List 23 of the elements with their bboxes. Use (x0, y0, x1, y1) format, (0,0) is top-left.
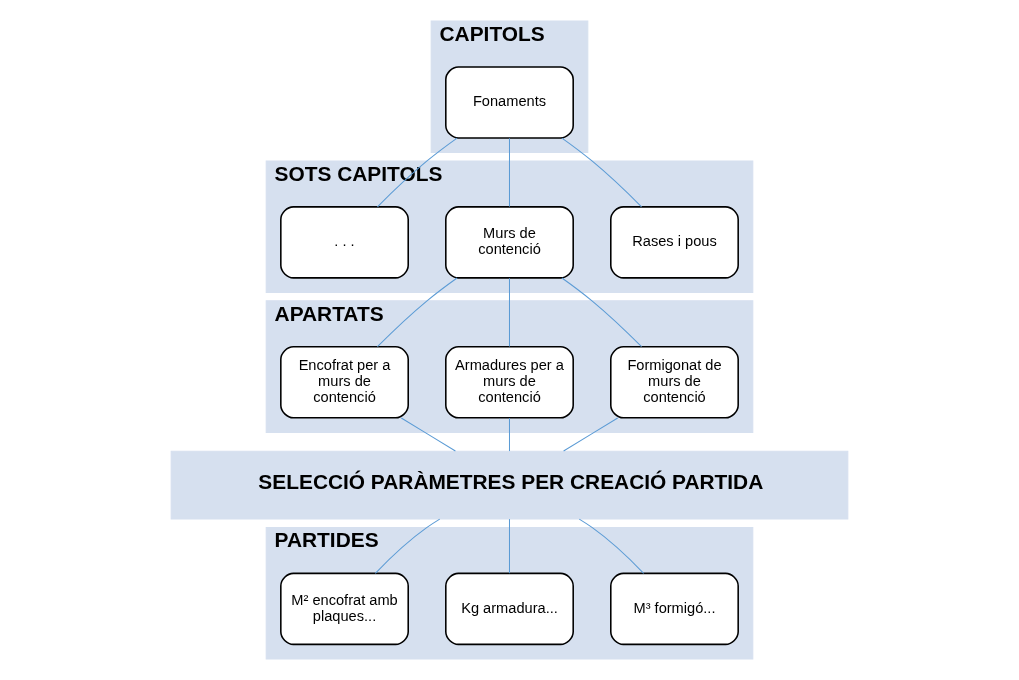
node-box: . . . (280, 206, 409, 279)
connector (561, 137, 643, 208)
node-box: Rases i pous (610, 206, 739, 279)
connector (509, 137, 510, 208)
connector (400, 417, 456, 452)
node-box: SELECCIÓ PARÀMETRES PER CREACIÓ PARTIDA (170, 450, 849, 520)
connector (563, 417, 619, 452)
connector (509, 277, 510, 347)
connector (561, 277, 643, 348)
connector (376, 137, 458, 208)
node-box: Encofrat per a murs de contenció (280, 346, 409, 419)
connector (578, 518, 645, 574)
node-box: M² encofrat amb plaques... (280, 572, 409, 646)
connector (376, 277, 458, 348)
node-box: M³ formigó... (610, 572, 739, 646)
node-box: Formigonat de murs de contenció (610, 346, 739, 419)
node-box: Murs de contenció (445, 206, 574, 279)
connector (374, 518, 441, 574)
node-box: Armadures per a murs de contenció (445, 346, 574, 419)
node-box: Kg armadura... (445, 572, 574, 646)
connector (509, 518, 510, 574)
connector (509, 417, 510, 452)
node-box: Fonaments (445, 66, 574, 139)
